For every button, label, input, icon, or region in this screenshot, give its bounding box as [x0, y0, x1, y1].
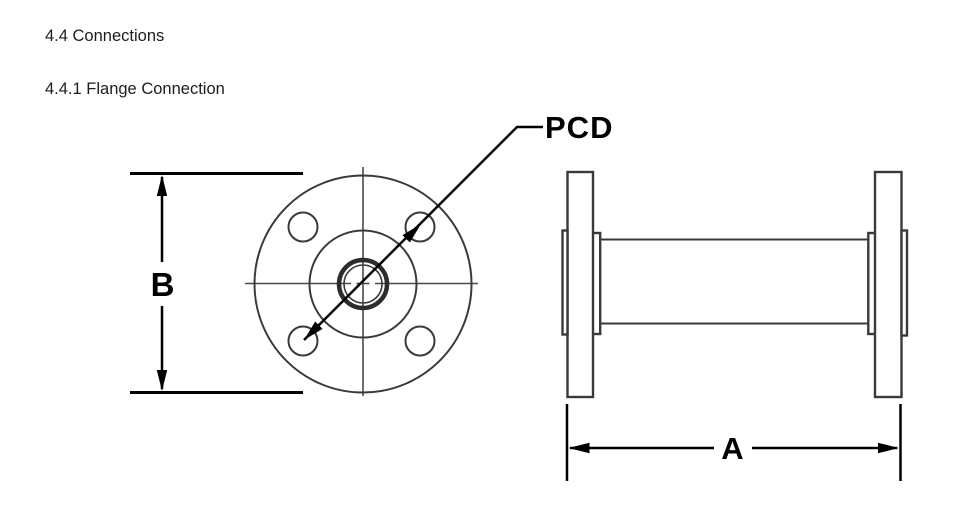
bolt-hole-top-left — [287, 211, 319, 243]
pcd-leader-line — [303, 125, 543, 341]
dimension-b: B — [130, 172, 303, 394]
subsection-heading: 4.4.1 Flange Connection — [45, 80, 225, 98]
a-label: A — [721, 431, 744, 466]
raised-face-circle — [308, 229, 418, 339]
right-flange-plate — [873, 170, 903, 399]
section-heading: 4.4 Connections — [45, 27, 165, 45]
pcd-dimension: PCD — [303, 110, 613, 341]
pcd-arrowhead-upper — [402, 224, 421, 243]
bolt-hole-top-right — [404, 211, 436, 243]
b-arrowhead-bottom — [156, 370, 168, 391]
bore-outer-ring — [336, 257, 390, 311]
bolt-hole-bottom-left — [287, 325, 319, 357]
dimension-a: A — [565, 404, 902, 481]
pcd-label: PCD — [545, 110, 613, 145]
left-raised-face — [561, 229, 569, 336]
flange-outer-circle — [253, 174, 473, 394]
side-view — [561, 170, 909, 399]
bolt-hole-bottom-right — [404, 325, 436, 357]
right-raised-face — [900, 229, 909, 337]
b-label: B — [151, 266, 176, 303]
pcd-arrowhead-lower — [304, 321, 323, 340]
front-view — [245, 167, 478, 396]
a-arrowhead-right — [878, 442, 899, 454]
a-arrowhead-left — [568, 442, 590, 454]
b-arrowhead-top — [156, 175, 168, 196]
bore-inner-circle — [343, 264, 383, 304]
left-flange-plate — [566, 170, 595, 399]
